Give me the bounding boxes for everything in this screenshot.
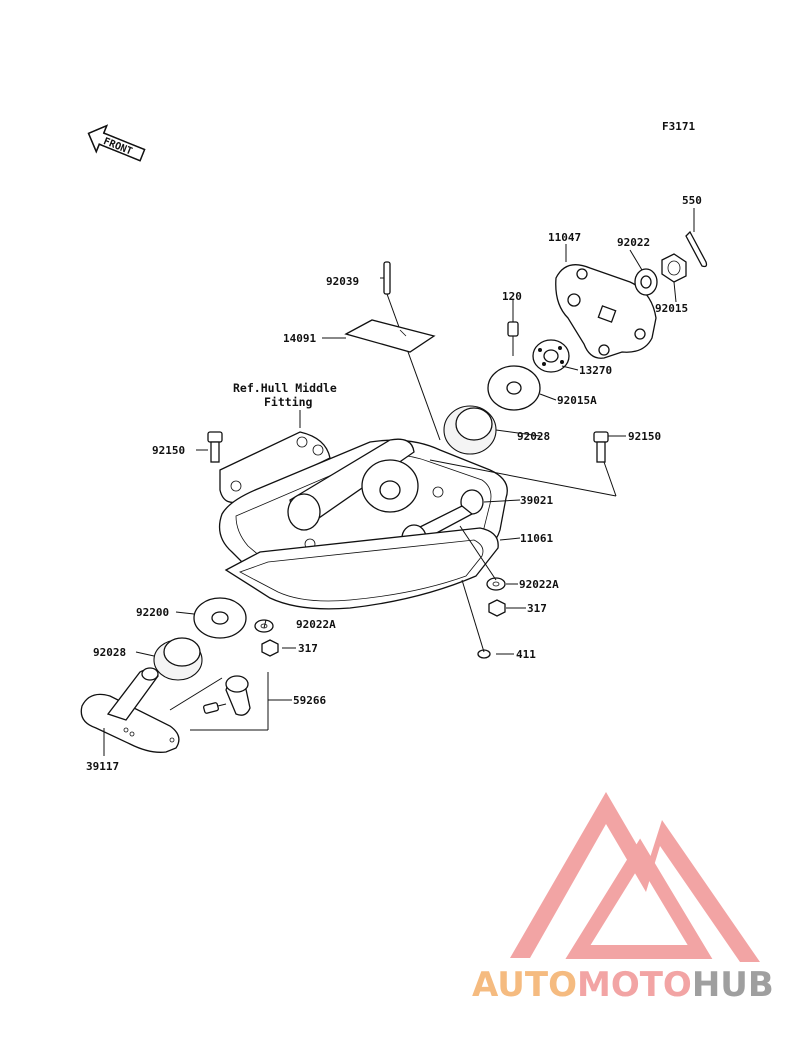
nut-317-right bbox=[488, 599, 506, 617]
washer-92022A-right bbox=[486, 577, 506, 591]
part-label-13270: 13270 bbox=[579, 364, 612, 377]
bolt-92150-right bbox=[593, 431, 609, 463]
gear-13270 bbox=[532, 339, 570, 373]
knob-set-59266 bbox=[203, 675, 251, 716]
part-label-39021: 39021 bbox=[520, 494, 553, 507]
nut-92015 bbox=[661, 253, 687, 283]
washer-411 bbox=[477, 649, 491, 659]
bushing-92028-upper bbox=[443, 405, 497, 455]
automotohub-logo: AUTOMOTOHUB bbox=[472, 792, 774, 1005]
part-label-92022A-left: 92022A bbox=[296, 618, 336, 631]
part-label-39117: 39117 bbox=[86, 760, 119, 773]
front-arrow-icon: FRONT bbox=[87, 124, 146, 162]
washer-92200 bbox=[193, 597, 247, 639]
cover-plate-14091 bbox=[344, 319, 436, 353]
reference-note-line2: Fitting bbox=[264, 395, 313, 409]
part-label-92015A: 92015A bbox=[557, 394, 597, 407]
part-label-11047: 11047 bbox=[548, 231, 581, 244]
part-label-550: 550 bbox=[682, 194, 702, 207]
part-label-92022: 92022 bbox=[617, 236, 650, 249]
part-label-92150-right: 92150 bbox=[628, 430, 661, 443]
figure-code: F3171 bbox=[662, 120, 695, 133]
lever-arm-39117 bbox=[80, 667, 180, 753]
logo-text-auto: AUTO bbox=[472, 965, 577, 1005]
part-label-92200: 92200 bbox=[136, 606, 169, 619]
part-label-92028-lower: 92028 bbox=[93, 646, 126, 659]
part-label-411: 411 bbox=[516, 648, 536, 661]
logo-text-hub: HUB bbox=[692, 965, 774, 1005]
logo-text: AUTOMOTOHUB bbox=[472, 965, 774, 1005]
reference-note-line1: Ref.Hull Middle bbox=[233, 381, 337, 395]
part-label-120: 120 bbox=[502, 290, 522, 303]
part-label-59266: 59266 bbox=[293, 694, 326, 707]
part-label-14091: 14091 bbox=[283, 332, 316, 345]
nut-317-left bbox=[261, 639, 279, 657]
leader-lines bbox=[103, 208, 695, 756]
part-label-92028-upper: 92028 bbox=[517, 430, 550, 443]
logo-text-moto: MOTO bbox=[577, 965, 692, 1005]
bracket-plate-11047 bbox=[555, 264, 657, 359]
gasket bbox=[224, 527, 499, 610]
collar-92015A bbox=[487, 365, 541, 411]
part-label-11061: 11061 bbox=[520, 532, 553, 545]
part-label-317-left: 317 bbox=[298, 642, 318, 655]
part-labels: 550 11047 92022 92015 92039 120 14091 13… bbox=[86, 194, 702, 773]
part-label-92022A-right: 92022A bbox=[519, 578, 559, 591]
part-label-92150-left: 92150 bbox=[152, 444, 185, 457]
part-label-92039: 92039 bbox=[326, 275, 359, 288]
washer-92022 bbox=[634, 268, 658, 296]
part-label-92015: 92015 bbox=[655, 302, 688, 315]
bushing-92028-lower bbox=[153, 637, 203, 681]
part-label-317-right: 317 bbox=[527, 602, 547, 615]
bolt-92150-left bbox=[207, 431, 223, 463]
screw-120 bbox=[507, 321, 519, 356]
cotter-pin-550 bbox=[685, 230, 708, 268]
